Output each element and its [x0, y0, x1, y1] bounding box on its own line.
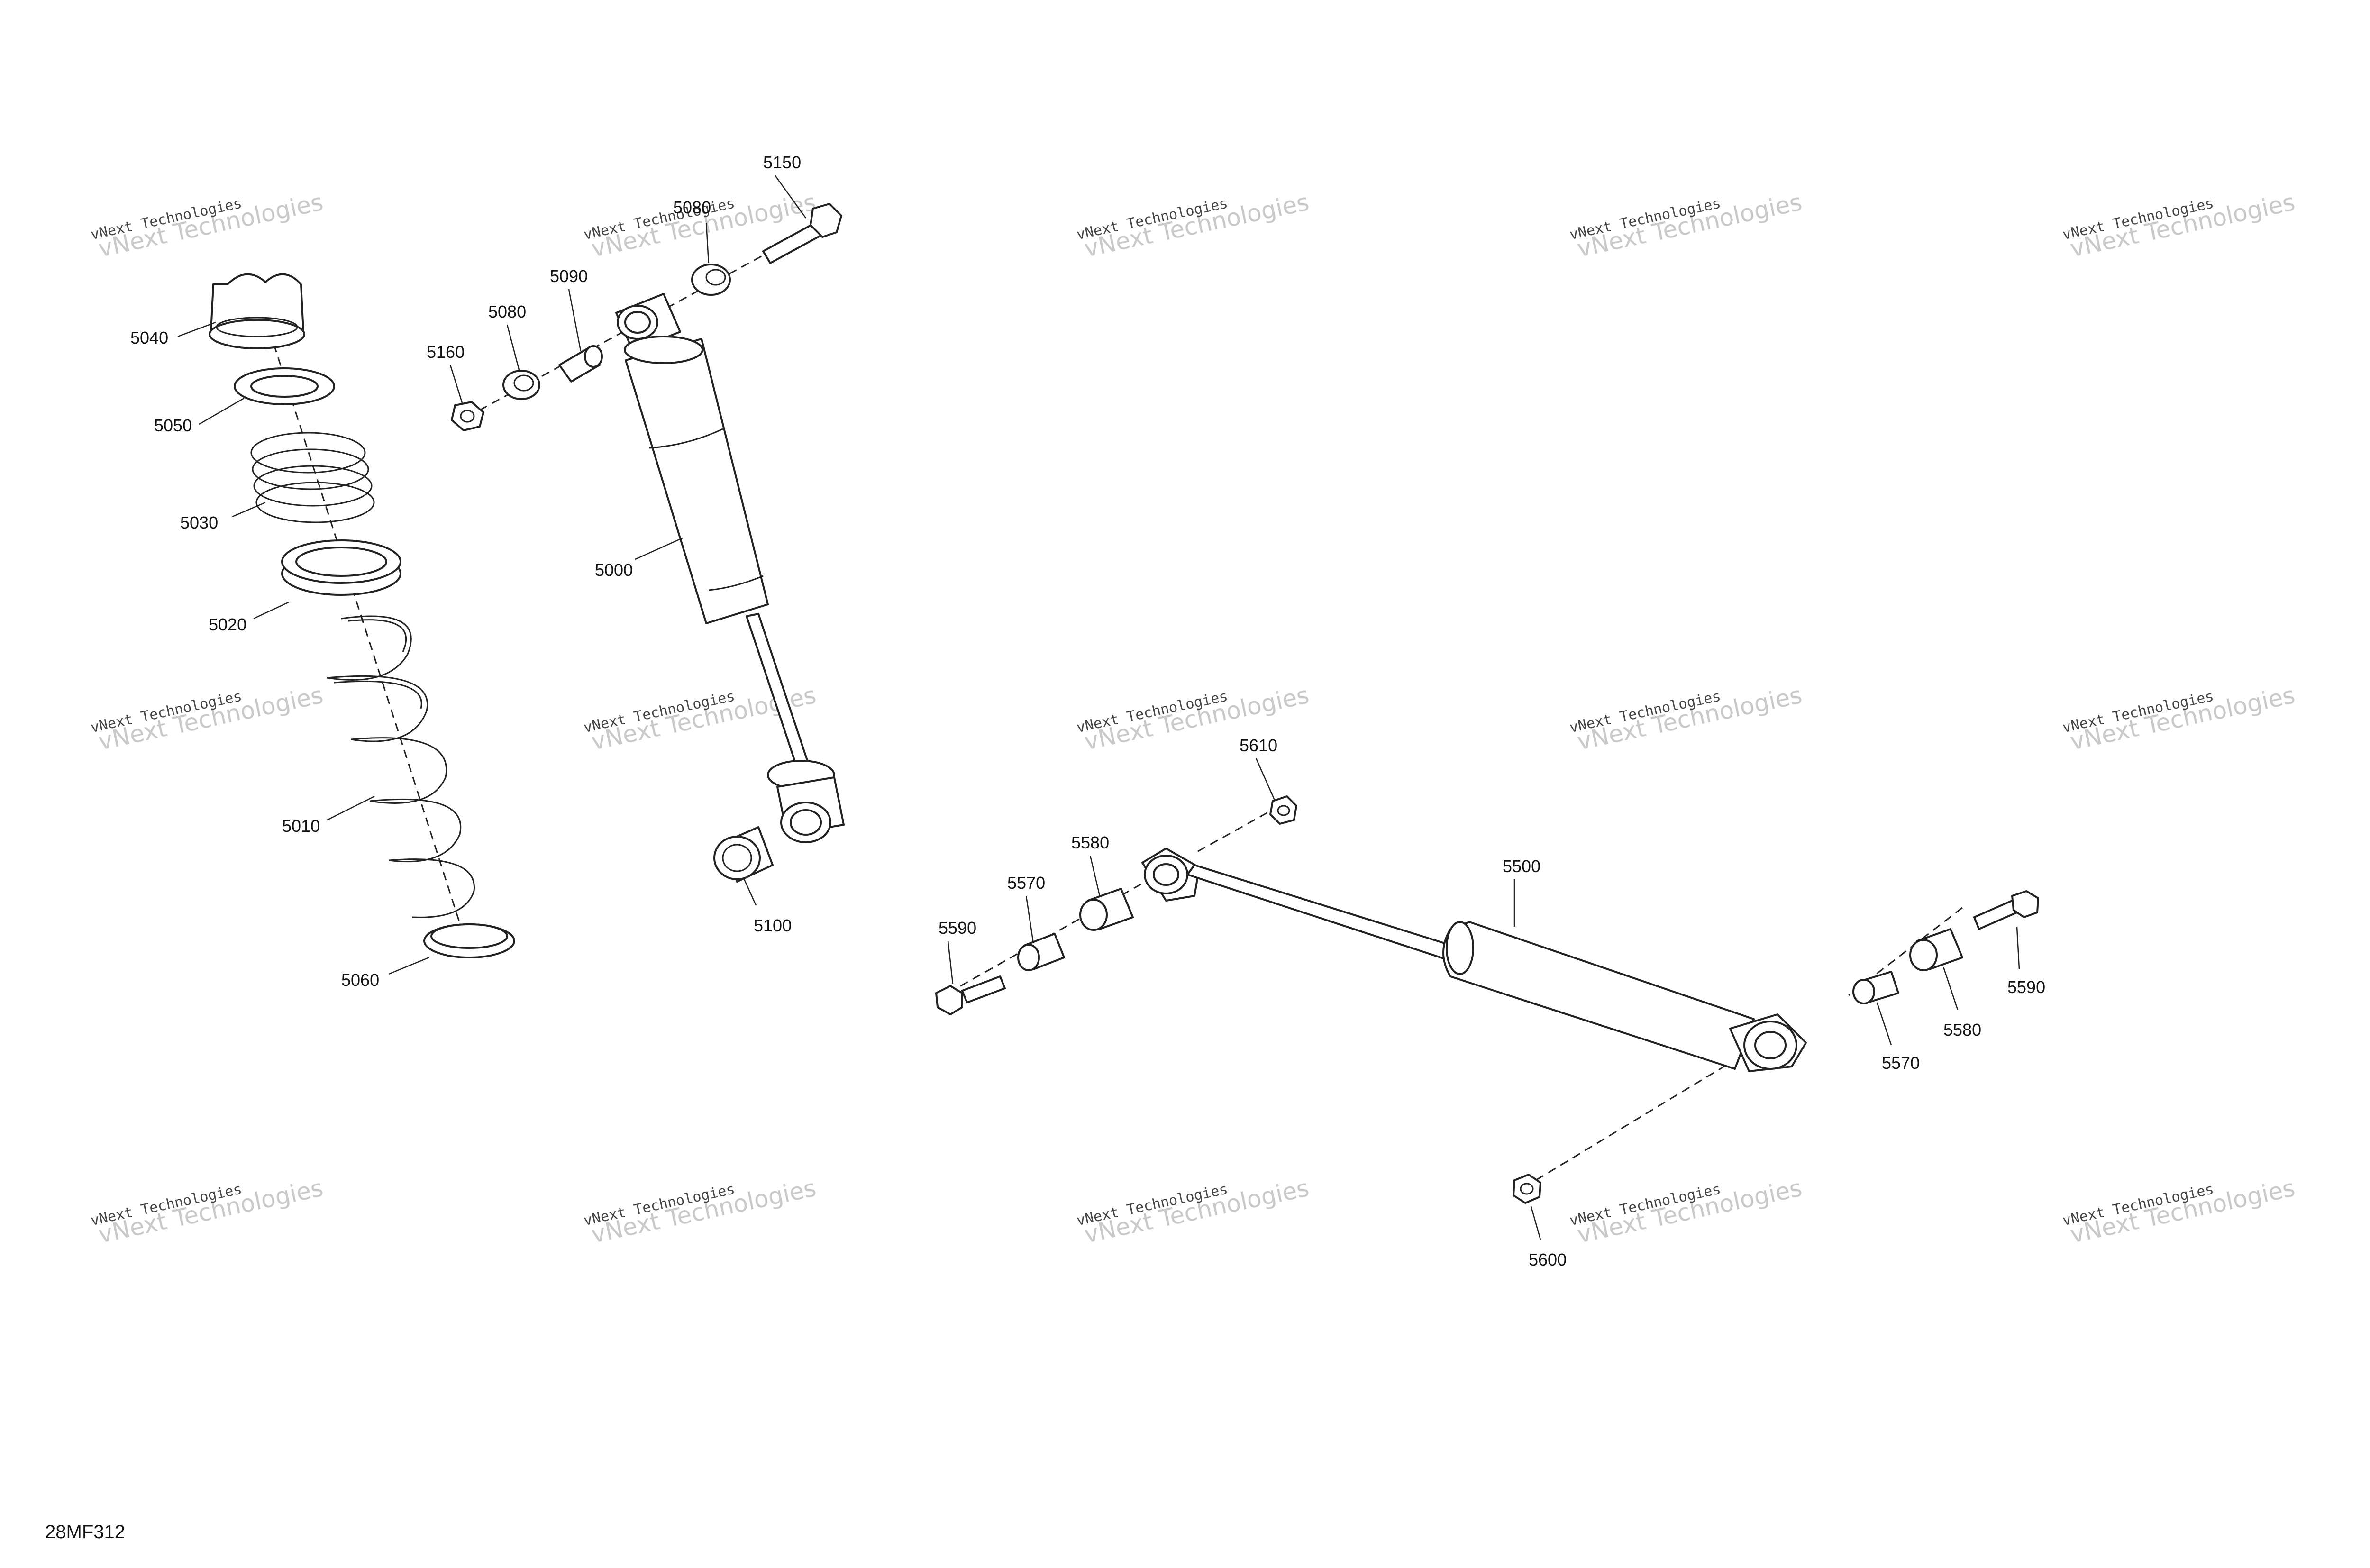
part-5030-spring: [250, 432, 375, 523]
part-5610-nut: [1269, 795, 1297, 825]
part-5580-bushing-left: [1079, 888, 1134, 931]
callout-5090: 5090: [550, 266, 588, 286]
callout-5160: 5160: [427, 342, 465, 362]
callout-5150: 5150: [763, 153, 801, 172]
callout-5080: 5080: [488, 302, 526, 321]
callout-5590-left: 5590: [939, 918, 976, 938]
callout-5100: 5100: [754, 916, 792, 935]
watermark: vNext Technologies vNext Technologies: [1568, 681, 1805, 756]
upper-shock-assembly: [451, 203, 845, 883]
callout-5050: 5050: [154, 416, 192, 435]
callout-5040: 5040: [130, 328, 168, 347]
part-5040-retainer: [209, 273, 305, 349]
watermark: vNext Technologies vNext Technologies: [89, 681, 326, 756]
callout-5030: 5030: [180, 513, 218, 532]
lower-damper-assembly: [935, 795, 2039, 1204]
callout-5580-right: 5580: [1943, 1020, 1981, 1039]
part-5160-nut: [451, 401, 484, 431]
watermark: vNext Technologies vNext Technologies: [2061, 1174, 2297, 1249]
callout-5500: 5500: [1503, 857, 1540, 876]
part-5080-bushing: [502, 370, 540, 400]
part-5590-bolt-left: [935, 975, 1006, 1015]
part-5570-sleeve-right: [1852, 971, 1899, 1004]
watermark: vNext Technologies vNext Technologies: [89, 1174, 326, 1249]
callout-5570-right: 5570: [1882, 1053, 1920, 1073]
part-5000-shock: [615, 293, 845, 843]
diagram-code: 28MF312: [45, 1522, 125, 1542]
part-5570-sleeve-left: [1017, 933, 1065, 971]
callout-5080-top: 5080: [673, 198, 711, 217]
callout-5600: 5600: [1529, 1250, 1567, 1269]
callouts: 5040 5050 5030 5020 5010 5060 5160 5080 …: [130, 153, 2045, 1269]
watermarks: vNext Technologies vNext Technologies vN…: [89, 188, 2297, 1249]
spring-assembly: [209, 273, 515, 958]
watermark: vNext Technologies vNext Technologies: [89, 188, 326, 263]
watermark: vNext Technologies vNext Technologies: [1568, 188, 1805, 263]
callout-5570-left: 5570: [1007, 873, 1045, 893]
watermark: vNext Technologies vNext Technologies: [1568, 1174, 1805, 1249]
watermark: vNext Technologies vNext Technologies: [1075, 1174, 1312, 1249]
callout-5610: 5610: [1240, 736, 1277, 755]
part-5590-bolt-right: [1973, 890, 2039, 930]
part-5100-bushing: [713, 826, 774, 883]
part-5050-washer: [234, 367, 335, 405]
part-5010-coil-spring: [327, 615, 475, 918]
part-5580-bushing-right: [1909, 928, 1963, 971]
callout-5020: 5020: [209, 615, 246, 634]
part-5150-bolt: [762, 203, 842, 264]
left-mount-axis: [948, 866, 1171, 994]
callout-5010: 5010: [282, 816, 320, 836]
part-5090-sleeve: [558, 345, 603, 383]
watermark: vNext Technologies vNext Technologies: [1075, 188, 1312, 263]
callout-5580-left: 5580: [1071, 833, 1109, 852]
part-5500-damper: [1141, 848, 1807, 1072]
watermark: vNext Technologies vNext Technologies: [2061, 681, 2297, 756]
watermark: vNext Technologies vNext Technologies: [582, 1174, 819, 1249]
part-5600-nut: [1513, 1174, 1541, 1204]
top-axis: [1194, 805, 1280, 854]
part-5060-spring-seat: [423, 923, 515, 958]
leader-lines: [177, 175, 2020, 1240]
callout-5060: 5060: [341, 970, 379, 990]
watermark: vNext Technologies vNext Technologies: [2061, 188, 2297, 263]
callout-5590-right: 5590: [2007, 977, 2045, 997]
part-5080-bushing-top: [691, 264, 731, 296]
part-5020-collar: [281, 539, 401, 596]
callout-5000: 5000: [595, 560, 633, 580]
nut-axis: [1523, 1042, 1764, 1188]
